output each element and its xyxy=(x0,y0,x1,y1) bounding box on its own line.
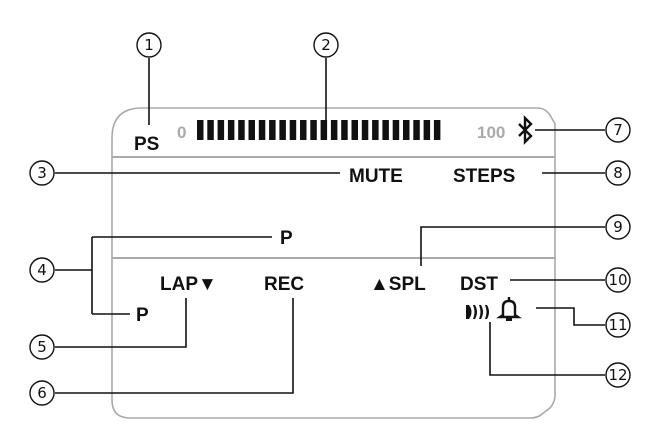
rec-indicator: REC xyxy=(264,274,304,295)
p-lower-indicator: P xyxy=(136,305,149,326)
mute-indicator: MUTE xyxy=(349,166,403,187)
callout-11: 11 xyxy=(605,312,631,338)
p-upper-indicator: P xyxy=(280,228,293,249)
callout-number: 5 xyxy=(37,338,47,356)
bar-segment xyxy=(320,120,328,140)
callout-number: 9 xyxy=(613,218,623,236)
bar-segment xyxy=(392,120,400,140)
callout-number: 6 xyxy=(37,384,47,402)
callout-2: 2 xyxy=(313,32,339,58)
bar-segment xyxy=(300,120,307,140)
callout-number: 1 xyxy=(144,36,154,54)
callout-8: 8 xyxy=(605,160,631,186)
callout-4: 4 xyxy=(29,257,55,283)
bar-segment xyxy=(217,120,225,140)
bar-segment xyxy=(310,120,317,140)
leader-lines xyxy=(55,58,605,394)
callout-number: 7 xyxy=(613,121,623,139)
bar-segment xyxy=(330,120,338,140)
display-outline xyxy=(111,107,556,419)
lap-indicator: LAP▼ xyxy=(160,274,217,295)
spl-indicator: ▲SPL xyxy=(370,274,426,295)
bar-segment xyxy=(361,120,369,140)
dst-indicator: DST xyxy=(460,274,498,295)
level-bar xyxy=(197,120,441,140)
callout-9: 9 xyxy=(605,214,631,240)
bar-segment xyxy=(433,120,441,140)
bar-segment xyxy=(423,120,431,140)
callout-1: 1 xyxy=(136,32,162,58)
bar-segment xyxy=(382,120,389,140)
bar-segment xyxy=(238,120,245,140)
callout-number: 3 xyxy=(37,164,47,182)
steps-indicator: STEPS xyxy=(453,166,515,187)
callout-number: 12 xyxy=(608,366,627,384)
bluetooth-icon xyxy=(518,115,533,145)
callout-10: 10 xyxy=(605,267,631,293)
bar-segment xyxy=(269,120,276,140)
callout-number: 11 xyxy=(608,316,627,334)
bar-segment xyxy=(279,120,286,140)
bar-segment xyxy=(289,120,297,140)
bar-min-label: 0 xyxy=(177,123,186,142)
ps-indicator: PS xyxy=(134,134,159,155)
bell-icon xyxy=(496,297,522,321)
bar-segment xyxy=(248,120,255,140)
bar-segment xyxy=(351,120,358,140)
bar-segment xyxy=(413,120,420,140)
callout-6: 6 xyxy=(29,380,55,406)
bar-segment xyxy=(341,120,348,140)
bar-segment xyxy=(372,120,379,140)
bar-segment xyxy=(258,120,266,140)
callout-5: 5 xyxy=(29,334,55,360)
bar-max-label: 100 xyxy=(477,123,505,142)
bar-segment xyxy=(207,120,214,140)
bar-segment xyxy=(227,120,235,140)
callout-number: 4 xyxy=(37,261,47,279)
callout-number: 2 xyxy=(321,36,331,54)
vibration-signal-icon xyxy=(466,305,489,319)
callout-number: 10 xyxy=(608,271,627,289)
callout-7: 7 xyxy=(605,117,631,143)
callout-3: 3 xyxy=(29,160,55,186)
callout-12: 12 xyxy=(605,362,631,388)
bar-segment xyxy=(197,120,204,140)
callout-number: 8 xyxy=(613,164,623,182)
bar-segment xyxy=(403,120,410,140)
